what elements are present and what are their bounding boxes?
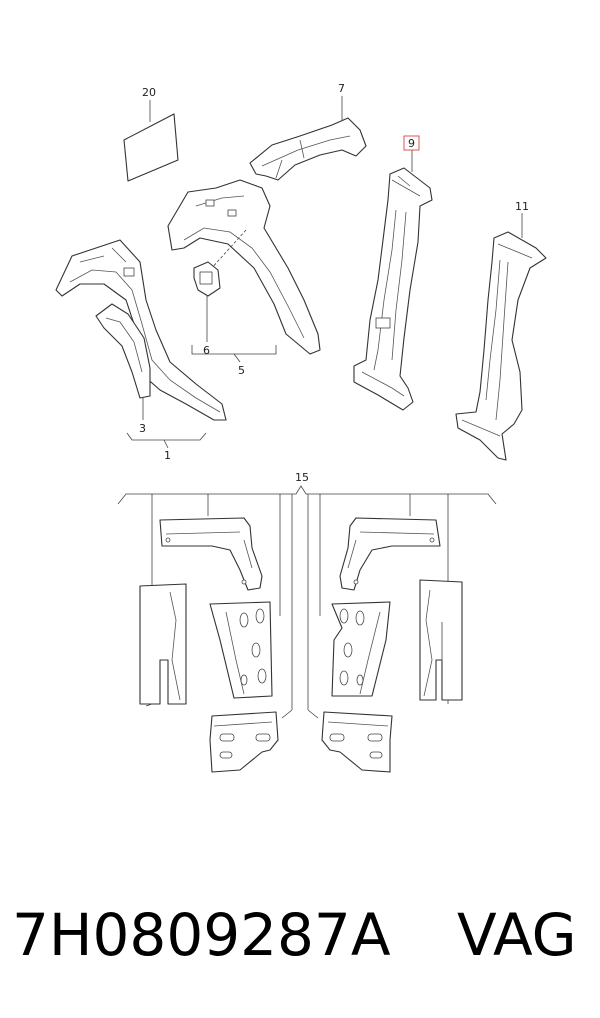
repair-plate-right xyxy=(331,601,391,697)
part-number: 7H0809287A xyxy=(12,901,391,969)
callout-5: 5 xyxy=(238,364,245,377)
repair-plate-left xyxy=(209,601,273,699)
callout-3: 3 xyxy=(139,422,146,435)
bracket-1 xyxy=(126,432,207,449)
callout-20: 20 xyxy=(142,86,156,99)
callout-1: 1 xyxy=(164,449,171,462)
leader-bracket-right xyxy=(307,709,319,719)
repair-strip-left xyxy=(139,583,187,707)
callout-6: 6 xyxy=(203,344,210,357)
repair-bracket-left xyxy=(209,711,279,773)
repair-bracket-right xyxy=(321,711,393,773)
callout-9: 9 xyxy=(408,137,415,150)
part-5-wheel-arch xyxy=(167,179,321,355)
callout-11: 11 xyxy=(515,200,529,213)
callout-9-box xyxy=(403,135,420,151)
leader-bracket-left xyxy=(281,709,293,719)
callout-15: 15 xyxy=(295,471,309,484)
part-6-bracket xyxy=(193,261,221,342)
parts-diagram: 20 7 9 11 xyxy=(55,82,547,773)
part-1-sill-assembly xyxy=(55,239,227,421)
repair-strip-right xyxy=(419,579,463,701)
caption: 7H0809287A VAG xyxy=(0,895,600,975)
bracket-15 xyxy=(117,485,497,505)
part-3-inner-arch xyxy=(95,303,151,420)
bracket-5 xyxy=(191,345,277,363)
repair-arch-left xyxy=(159,517,263,591)
brand-name: VAG xyxy=(457,901,577,969)
part-11-rear-pillar xyxy=(455,213,547,461)
repair-arch-right xyxy=(339,517,441,591)
part-9-pillar xyxy=(353,150,433,411)
part-20-pad xyxy=(123,100,179,182)
part-7-upper-panel xyxy=(249,96,367,181)
callout-7: 7 xyxy=(338,82,345,95)
